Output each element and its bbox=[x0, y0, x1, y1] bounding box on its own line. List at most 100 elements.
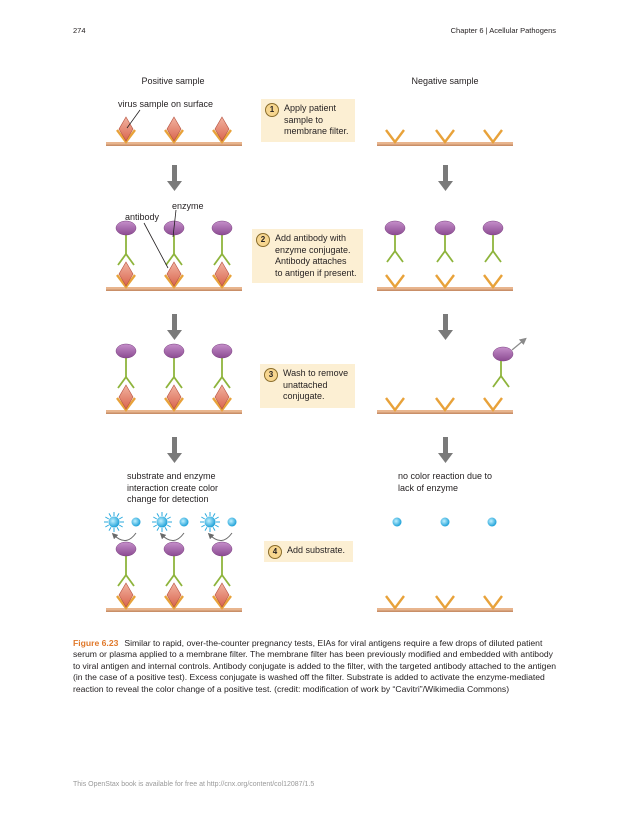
detection-antibody-arms bbox=[213, 573, 231, 587]
color-burst-ray bbox=[214, 524, 219, 528]
figure-label: Figure 6.23 bbox=[73, 638, 119, 648]
capture-antibody bbox=[116, 397, 136, 412]
capture-antibody bbox=[212, 397, 232, 412]
capture-antibody bbox=[385, 129, 405, 144]
capture-antibody bbox=[164, 129, 184, 144]
viral-antigen bbox=[118, 384, 134, 410]
capture-antibody bbox=[435, 595, 455, 610]
no-color-reaction-label: no color reaction due to lack of enzyme bbox=[398, 471, 493, 493]
viral-antigen bbox=[214, 582, 230, 608]
detection-antibody-arms bbox=[213, 375, 231, 389]
step-3-text: Wash to remove unattached conjugate. bbox=[283, 368, 349, 401]
substrate-molecule bbox=[131, 517, 141, 527]
color-burst-ray bbox=[166, 524, 171, 528]
detection-antibody-arms bbox=[117, 573, 135, 587]
color-burst-ray bbox=[164, 513, 168, 518]
capture-antibody bbox=[385, 595, 405, 610]
viral-antigen bbox=[214, 384, 230, 410]
color-burst-ray bbox=[166, 516, 171, 520]
enzyme bbox=[115, 541, 137, 557]
negative-sample-title: Negative sample bbox=[411, 76, 479, 86]
viral-antigen bbox=[118, 116, 134, 142]
detection-antibody-arms bbox=[213, 252, 231, 266]
enzyme bbox=[115, 343, 137, 359]
eia-diagram bbox=[104, 109, 527, 612]
step-4-box: 4 Add substrate. bbox=[264, 541, 353, 562]
capture-antibody bbox=[385, 397, 405, 412]
capture-antibody bbox=[435, 129, 455, 144]
color-burst-ray bbox=[118, 524, 123, 528]
color-burst-ray bbox=[118, 516, 123, 520]
detection-antibody-arms bbox=[165, 375, 183, 389]
color-burst-ray bbox=[116, 526, 120, 531]
viral-antigen bbox=[118, 582, 134, 608]
detection-antibody-arms bbox=[386, 249, 404, 263]
enzyme bbox=[211, 343, 233, 359]
capture-antibody bbox=[212, 129, 232, 144]
capture-antibody bbox=[385, 274, 405, 289]
color-burst-ray bbox=[156, 526, 160, 531]
positive-sample-title: Positive sample bbox=[141, 76, 205, 86]
reacted-substrate bbox=[204, 516, 216, 528]
step-4-text: Add substrate. bbox=[287, 545, 346, 555]
detection-antibody-arms bbox=[484, 249, 502, 263]
viral-antigen bbox=[166, 582, 182, 608]
down-arrow-pos-2 bbox=[167, 314, 182, 340]
enzyme bbox=[384, 220, 406, 236]
detection-antibody-arms bbox=[165, 252, 183, 266]
viral-antigen bbox=[118, 261, 134, 287]
capture-antibody bbox=[164, 274, 184, 289]
figure-caption-text: Similar to rapid, over-the-counter pregn… bbox=[73, 638, 557, 694]
negative-membranes bbox=[377, 142, 513, 612]
color-burst-ray bbox=[116, 513, 120, 518]
antibody-label: antibody bbox=[125, 212, 160, 222]
enzyme bbox=[211, 220, 233, 236]
enzyme bbox=[482, 220, 504, 236]
substrate-interaction-label: substrate and enzyme interaction create … bbox=[127, 471, 219, 504]
step-1-box: 1 Apply patient sample to membrane filte… bbox=[261, 99, 355, 142]
color-burst-ray bbox=[153, 516, 158, 520]
wash-away-arrow bbox=[511, 337, 527, 351]
step-2-text: Add antibody with enzyme conjugate. Anti… bbox=[275, 233, 357, 278]
enzyme-label: enzyme bbox=[172, 201, 204, 211]
capture-antibody bbox=[212, 595, 232, 610]
step-2-box: 2 Add antibody with enzyme conjugate. An… bbox=[252, 229, 363, 283]
color-burst-ray bbox=[108, 513, 112, 518]
detection-antibody-arms bbox=[436, 249, 454, 263]
viral-antigen bbox=[166, 261, 182, 287]
color-burst-ray bbox=[212, 526, 216, 531]
capture-antibody bbox=[212, 274, 232, 289]
enzyme bbox=[115, 220, 137, 236]
capture-antibody bbox=[116, 274, 136, 289]
down-arrow-neg-3 bbox=[438, 437, 453, 463]
step-3-box: 3 Wash to remove unattached conjugate. bbox=[260, 364, 355, 408]
color-burst-ray bbox=[204, 513, 208, 518]
down-arrow-neg-2 bbox=[438, 314, 453, 340]
color-burst-ray bbox=[214, 516, 219, 520]
step-1-text: Apply patient sample to membrane filter. bbox=[284, 103, 349, 136]
capture-antibody bbox=[116, 129, 136, 144]
substrate-molecule bbox=[227, 517, 237, 527]
chapter-header: Chapter 6 | Acellular Pathogens bbox=[450, 26, 556, 35]
enzyme bbox=[211, 541, 233, 557]
substrate-molecule bbox=[440, 517, 450, 527]
reaction-curve-arrow bbox=[159, 532, 185, 541]
color-burst-ray bbox=[201, 524, 206, 528]
down-arrow-pos-3 bbox=[167, 437, 182, 463]
viral-antigen bbox=[166, 116, 182, 142]
color-burst-ray bbox=[153, 524, 158, 528]
reacted-substrate bbox=[156, 516, 168, 528]
page-number: 274 bbox=[73, 26, 86, 35]
footer-text: This OpenStax book is available for free… bbox=[73, 781, 315, 788]
enzyme bbox=[163, 541, 185, 557]
capture-antibody bbox=[483, 397, 503, 412]
antibody-pointer bbox=[143, 222, 169, 269]
substrate-molecule bbox=[487, 517, 497, 527]
reacted-substrate bbox=[108, 516, 120, 528]
capture-antibody bbox=[483, 595, 503, 610]
detection-antibody-arms bbox=[165, 573, 183, 587]
capture-antibody bbox=[483, 129, 503, 144]
color-burst-ray bbox=[105, 524, 110, 528]
virus-pointer bbox=[126, 109, 141, 129]
